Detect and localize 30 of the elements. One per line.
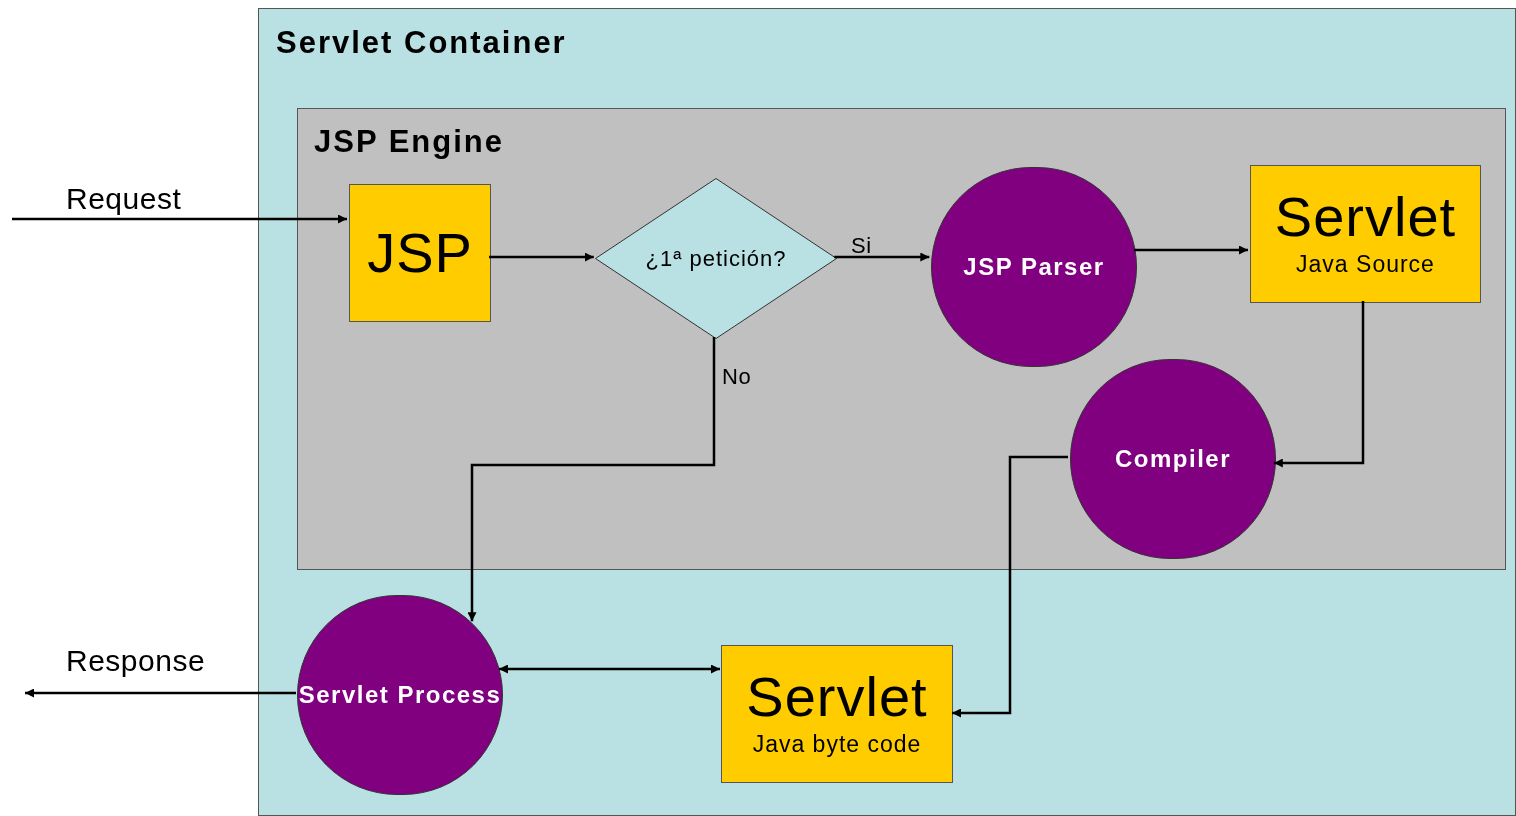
node-label: Servlet [746,666,928,727]
edge-label: No [722,363,752,391]
node-label: Java byte code [752,729,922,759]
process-box [349,184,491,322]
node-label: ¿1ª petición? [645,246,787,271]
node-label: JSP Parser [963,252,1105,282]
arrow [467,337,716,622]
edge-label: Si [851,232,872,260]
arrow [489,252,594,262]
node-label: Servlet Process [298,680,502,710]
node-label: Java Source [1296,249,1435,279]
node-label: JSP [367,223,473,283]
container-panel [258,8,1516,816]
process-box [1250,165,1481,303]
node-label: Compiler [1115,444,1231,474]
decision-diamond [595,178,837,339]
process-box [721,645,953,783]
arrow [1273,301,1365,468]
container-title: Servlet Container [276,25,567,60]
arrow [25,688,296,698]
engine-panel [297,108,1506,570]
edge-label: Request [66,182,182,216]
arrow [1133,245,1248,255]
arrow [12,214,347,224]
arrow [834,252,930,262]
container-title: JSP Engine [314,124,504,159]
arrow [952,455,1068,718]
arrow [498,664,720,674]
edge-label: Response [66,644,206,678]
node-label: Servlet [1274,186,1457,247]
